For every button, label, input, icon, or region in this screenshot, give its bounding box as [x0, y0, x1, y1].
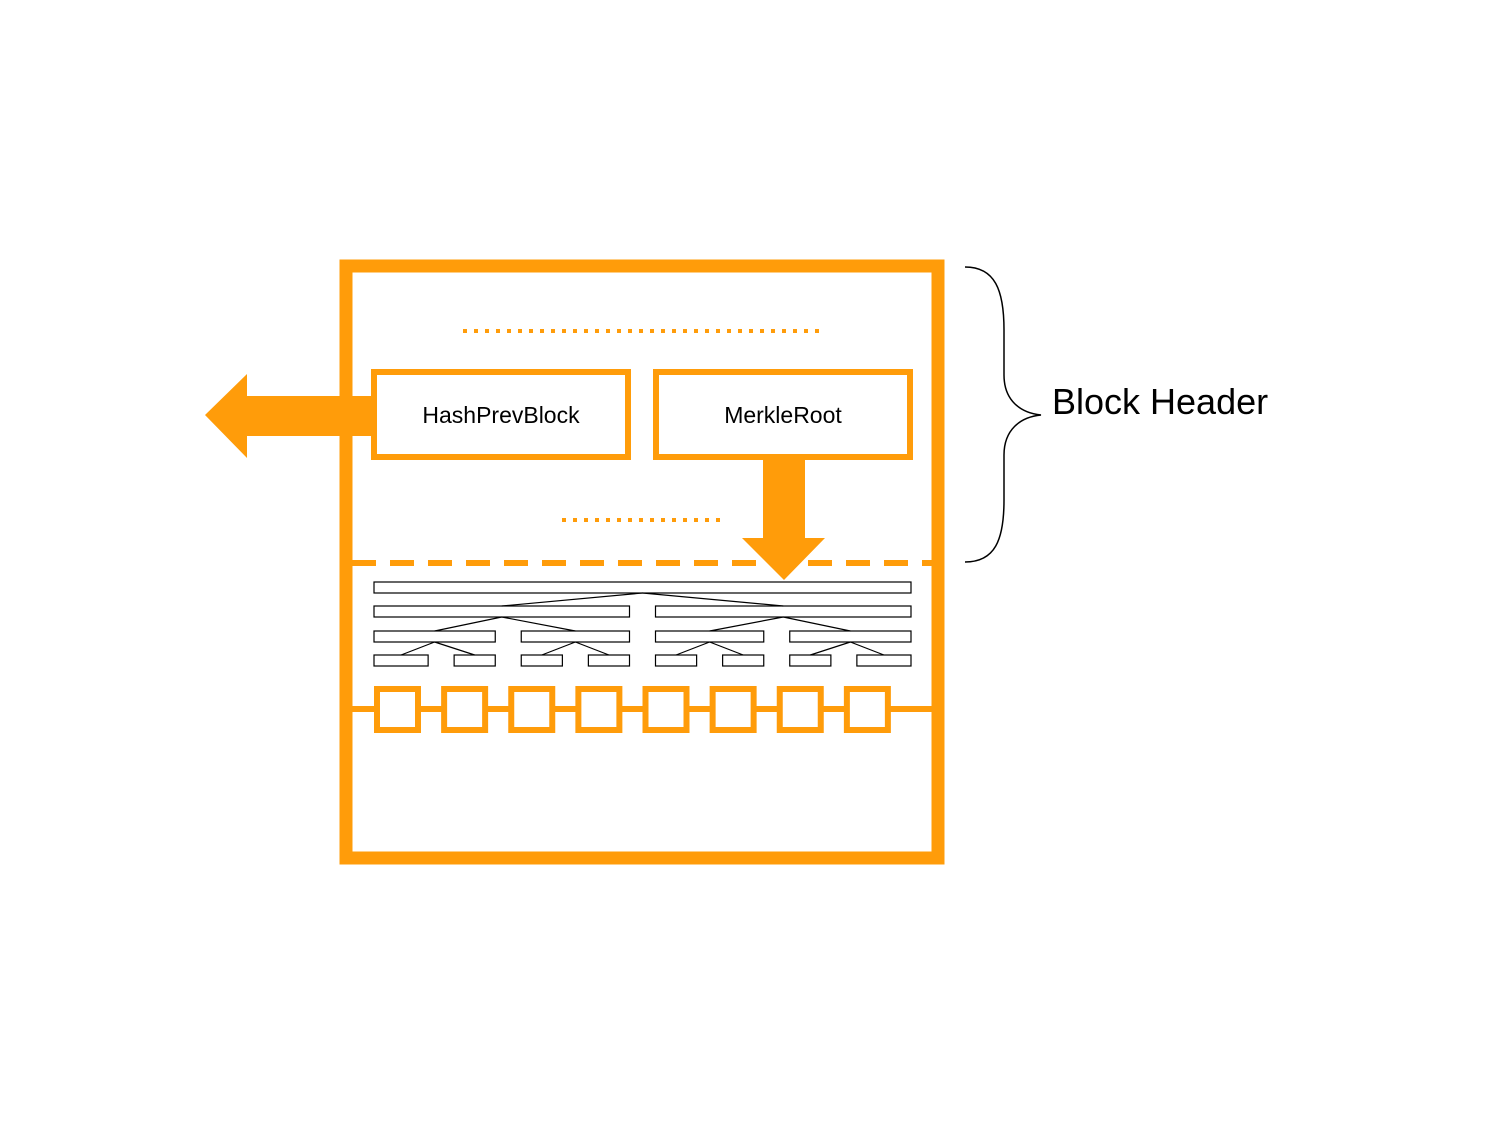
merkle-tree: [373, 581, 912, 667]
merkle-node: [520, 630, 631, 643]
merkle-connector: [709, 641, 744, 656]
merkle-node: [373, 581, 912, 594]
transaction-box: [709, 686, 757, 733]
merkle-connector: [850, 641, 885, 656]
merkle-node: [520, 654, 563, 667]
hash-prev-block-field: HashPrevBlock: [371, 369, 631, 460]
transaction-chain: [352, 686, 932, 733]
merkle-node: [453, 654, 496, 667]
block-header-label: Block Header: [1052, 381, 1268, 422]
merkle-node: [373, 630, 496, 643]
merkle-node: [722, 654, 765, 667]
merkle-root-field: MerkleRoot: [653, 369, 913, 460]
merkle-connector: [541, 641, 576, 656]
transaction-box: [575, 686, 623, 733]
merkle-node: [587, 654, 631, 667]
merkle-connector: [675, 641, 710, 656]
merkle-node: [789, 630, 912, 643]
transaction-box: [642, 686, 690, 733]
block-frame: [339, 259, 945, 865]
merkle-node: [654, 654, 698, 667]
merkle-node: [373, 605, 631, 618]
merkle-connector: [783, 616, 851, 632]
transaction-box: [843, 686, 891, 733]
merkle-connector: [709, 616, 784, 632]
transaction-box: [776, 686, 824, 733]
merkle-connector: [434, 616, 502, 632]
merkle-connector: [501, 616, 576, 632]
block-header-brace: [964, 266, 1042, 563]
transaction-box: [441, 686, 489, 733]
merkle-node: [856, 654, 912, 667]
merkle-node: [373, 654, 429, 667]
merkle-root-label: MerkleRoot: [724, 402, 842, 428]
merkle-connector: [642, 592, 784, 607]
prev-block-arrow: [205, 374, 374, 458]
merkle-connector: [501, 592, 643, 607]
hash-prev-block-label: HashPrevBlock: [422, 402, 580, 428]
merkle-node: [789, 654, 832, 667]
merkle-node: [654, 605, 912, 618]
merkle-connector: [575, 641, 610, 656]
merkle-connector: [810, 641, 851, 656]
merkle-connector: [400, 641, 435, 656]
merkle-node: [654, 630, 765, 643]
transaction-box: [508, 686, 556, 733]
merkle-root-arrow: [742, 460, 825, 580]
merkle-connector: [434, 641, 475, 656]
transaction-box: [374, 686, 421, 733]
